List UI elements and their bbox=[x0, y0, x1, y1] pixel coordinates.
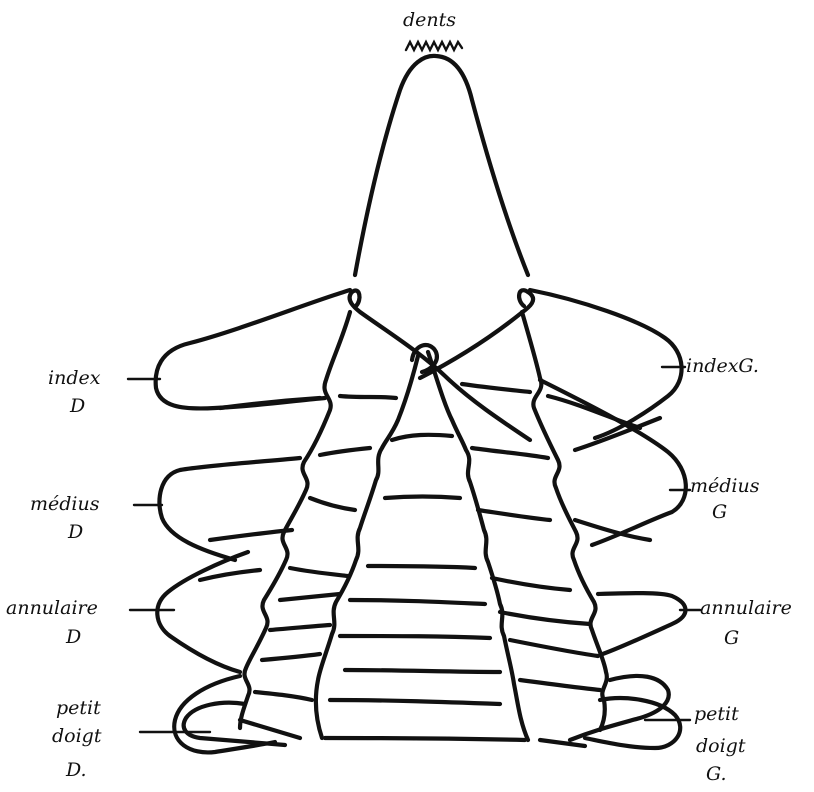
label-annulaire-g: annulaire bbox=[700, 597, 792, 619]
label-petit-g-1: petit bbox=[694, 703, 739, 725]
label-petit-d-3: D. bbox=[65, 759, 87, 781]
label-index-d-side: D bbox=[69, 395, 85, 417]
label-annulaire-d: annulaire bbox=[6, 597, 98, 619]
petit-doigt-g-inner bbox=[570, 676, 669, 740]
right-inner-chain bbox=[428, 352, 528, 740]
transverse-strings bbox=[200, 384, 660, 746]
apex-right-hook bbox=[519, 290, 528, 306]
label-petit-g-2: doigt bbox=[696, 735, 746, 757]
label-index-g: indexG. bbox=[686, 355, 759, 377]
medius-g-loop bbox=[540, 380, 686, 545]
label-index-d: index bbox=[48, 367, 101, 389]
right-outer-chain bbox=[522, 312, 607, 730]
petit-doigt-d-inner bbox=[184, 703, 285, 745]
label-medius-d-side: D bbox=[67, 521, 83, 543]
left-inner-chain bbox=[316, 356, 418, 738]
apex-loop bbox=[355, 56, 528, 275]
index-d-loop bbox=[156, 290, 350, 408]
label-medius-g-side: G bbox=[712, 501, 727, 523]
annulaire-g-loop bbox=[598, 593, 686, 655]
label-medius-g: médius bbox=[690, 475, 760, 497]
label-petit-d-1: petit bbox=[56, 697, 101, 719]
annulaire-d-loop bbox=[157, 552, 248, 672]
teeth-mark bbox=[406, 42, 462, 50]
right-cross-string bbox=[420, 292, 533, 378]
label-annulaire-g-side: G bbox=[724, 627, 739, 649]
medius-d-loop bbox=[159, 458, 300, 560]
label-annulaire-d-side: D bbox=[65, 626, 81, 648]
label-medius-d: médius bbox=[30, 493, 100, 515]
label-dents: dents bbox=[403, 9, 456, 31]
label-petit-d-2: doigt bbox=[52, 725, 102, 747]
left-outer-chain bbox=[240, 312, 350, 728]
label-petit-g-3: G. bbox=[706, 763, 727, 785]
